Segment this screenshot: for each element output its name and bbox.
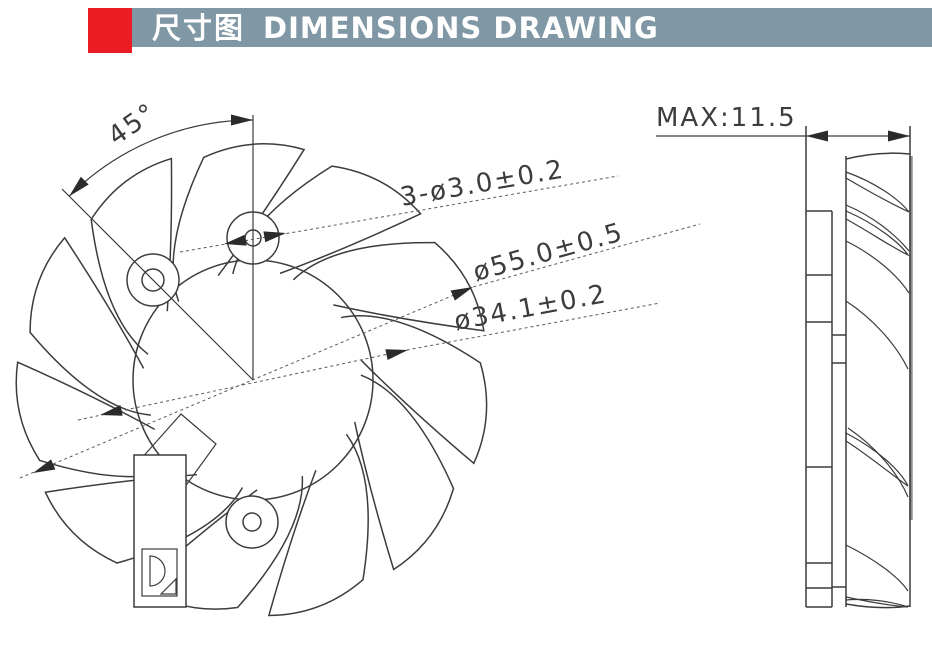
angle-label: 45° xyxy=(103,97,163,151)
leader-mount-arrow-right xyxy=(385,344,410,360)
fan-blade xyxy=(54,139,218,357)
leader-mount-circle xyxy=(77,302,661,421)
header-bar: 尺寸图 DIMENSIONS DRAWING xyxy=(132,8,932,47)
terminal-keyway xyxy=(149,555,166,587)
mounting-ear-bottom xyxy=(225,495,279,549)
connector-terminal xyxy=(141,548,178,597)
thickness-arrow-left xyxy=(806,130,828,142)
angle-arc-arrow-right xyxy=(231,114,253,126)
header-accent-square xyxy=(88,8,132,53)
leader-mount-arrow-left xyxy=(98,405,123,421)
leader-holes xyxy=(179,175,619,253)
angle-arc xyxy=(68,119,254,197)
side-hub-steps xyxy=(832,334,846,588)
side-view: MAX:11.5 xyxy=(656,103,913,609)
side-top-edge xyxy=(845,152,911,160)
page-title-en: DIMENSIONS DRAWING xyxy=(263,11,659,45)
thickness-arrow-right xyxy=(888,130,910,142)
dim-label-hub-diameter: ø34.1±0.2 xyxy=(452,279,610,337)
side-blade-profiles xyxy=(845,171,910,608)
dim-label-holes: 3-ø3.0±0.2 xyxy=(398,154,567,212)
side-bracket-segments xyxy=(806,210,832,608)
fan-blade xyxy=(10,226,155,439)
terminal-chamfer xyxy=(159,577,177,595)
dim-label-outer-diameter: ø55.0±0.5 xyxy=(470,217,627,287)
front-view: 45° 3-ø3.0±0.2 ø55.0±0.5 ø34.1±0.2 xyxy=(0,97,701,645)
mounting-hole-left xyxy=(141,268,165,292)
leader-outer-diameter xyxy=(19,223,701,479)
dim-label-thickness: MAX:11.5 xyxy=(656,103,797,133)
page-title-cn: 尺寸图 xyxy=(152,11,246,45)
mounting-hole-bottom xyxy=(242,512,262,532)
center-line-diagonal xyxy=(61,188,254,381)
